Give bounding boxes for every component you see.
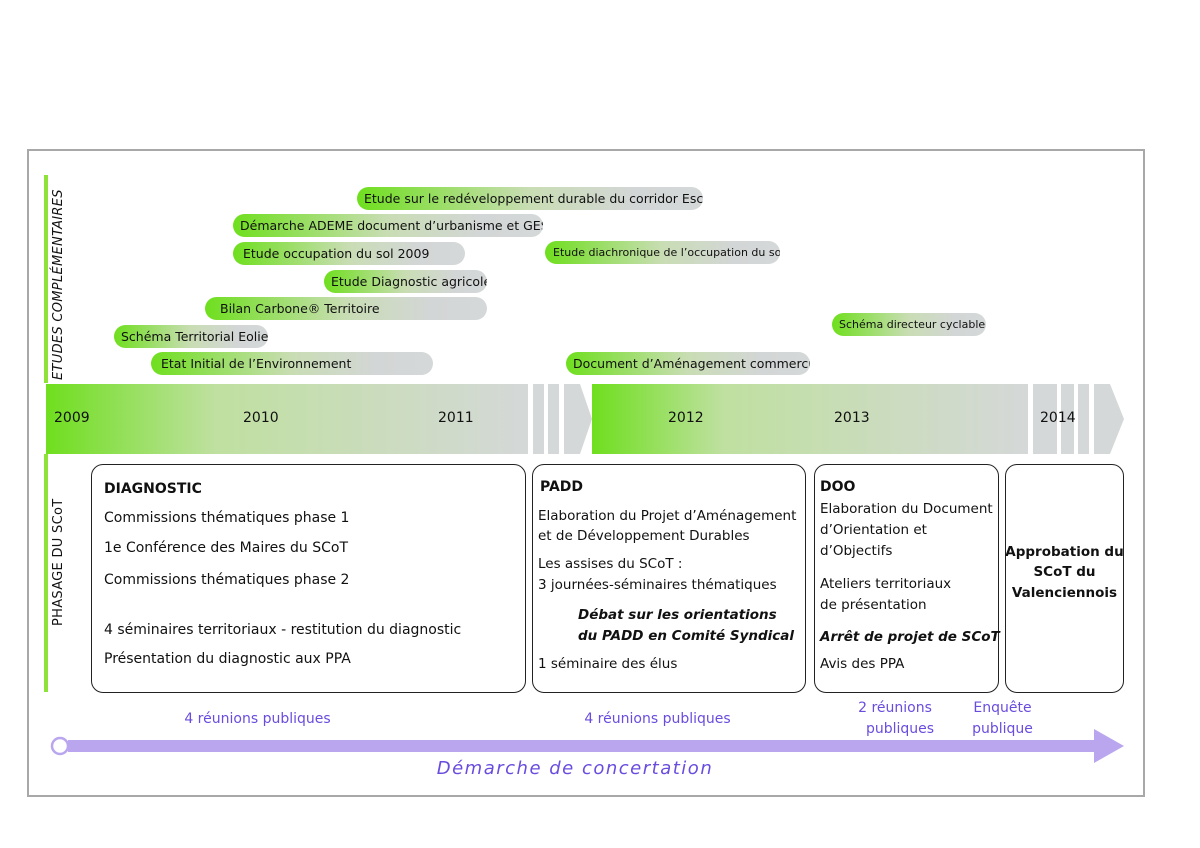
concertation-arrow-head: [1094, 729, 1124, 763]
concertation-reunions-2: 4 réunions publiques: [584, 711, 731, 727]
diagnostic-item: 4 séminaires territoriaux - restitution …: [104, 622, 462, 638]
etude-bilan-carbone: Bilan Carbone® Territoire: [205, 297, 487, 320]
year-2009: 2009: [54, 410, 90, 426]
concertation-enquete-b: publique: [972, 721, 1033, 737]
band-arrow: [564, 384, 592, 454]
etude-ademe: Démarche ADEME document d’urbanisme et G…: [233, 214, 543, 237]
diagnostic-item: Présentation du diagnostic aux PPA: [104, 651, 351, 667]
diagnostic-item: 1e Conférence des Maires du SCoT: [104, 540, 349, 556]
band-segment-2009-2011: [46, 384, 528, 454]
diagnostic-item: Commissions thématiques phase 2: [104, 572, 350, 588]
etude-amenagement-commercial: Document d’Aménagement commercial: [566, 352, 810, 375]
band-stripe: [1078, 384, 1089, 454]
phase-box-approbation: [1005, 464, 1124, 693]
phase-box-diagnostic: [91, 464, 526, 693]
diagnostic-item: Commissions thématiques phase 1: [104, 510, 350, 526]
padd-debat-line: Débat sur les orientations: [578, 607, 777, 623]
doo-arret-line: Arrêt de projet de SCoT: [820, 629, 1000, 645]
etude-corridor-escaut: Etude sur le redéveloppement durable du …: [357, 187, 703, 210]
padd-title: PADD: [540, 479, 584, 495]
etude-schema-cyclable: Schéma directeur cyclable: [832, 313, 986, 336]
padd-debat-line: du PADD en Comité Syndical: [578, 628, 795, 644]
etude-diagnostic-agricole: Etude Diagnostic agricole: [324, 270, 487, 293]
doo-line: de présentation: [820, 597, 927, 613]
padd-line: 1 séminaire des élus: [538, 656, 678, 672]
doo-line: d’Objectifs: [820, 543, 893, 559]
band-stripe: [1061, 384, 1074, 454]
diagnostic-title: DIAGNOSTIC: [104, 481, 202, 497]
etude-occupation-sol-2009: Etude occupation du sol 2009: [233, 242, 465, 265]
band-segment-2012-2013: [592, 384, 1028, 454]
padd-line: 3 journées-séminaires thématiques: [538, 577, 777, 593]
concertation-title: Démarche de concertation: [436, 758, 714, 779]
padd-line: et de Développement Durables: [538, 528, 750, 544]
phase-box-padd: [532, 464, 806, 693]
concertation-arrow-shaft: [68, 740, 1098, 752]
concertation-reunions-1: 4 réunions publiques: [184, 711, 331, 727]
etudes-side-line: [44, 175, 48, 383]
doo-line: d’Orientation et: [820, 522, 927, 538]
concertation-start-circle: [50, 736, 70, 756]
band-stripe: [1033, 384, 1057, 454]
concertation-reunions-3a: 2 réunions: [858, 700, 932, 716]
year-2010: 2010: [243, 410, 279, 426]
band-arrow: [1094, 384, 1124, 454]
year-2013: 2013: [834, 410, 870, 426]
concertation-reunions-3b: publiques: [865, 721, 935, 737]
approbation-line: Valenciennois: [1011, 585, 1118, 601]
band-stripe: [533, 384, 544, 454]
phase-box-doo: [814, 464, 999, 693]
year-2014: 2014: [1040, 410, 1076, 426]
year-2011: 2011: [438, 410, 474, 426]
diagram-frame: [27, 149, 1145, 797]
doo-line: Elaboration du Document: [820, 501, 993, 517]
padd-line: Les assises du SCoT :: [538, 556, 683, 572]
etude-schema-eolien: Schéma Territorial Eolien: [114, 325, 268, 348]
concertation-enquete-a: Enquête: [973, 700, 1032, 716]
doo-title: DOO: [820, 479, 856, 495]
doo-line: Avis des PPA: [820, 656, 905, 672]
approbation-line: SCoT du: [1033, 564, 1096, 580]
band-stripe: [548, 384, 559, 454]
etude-etat-initial: Etat Initial de l’Environnement: [151, 352, 433, 375]
doo-line: Ateliers territoriaux: [820, 576, 952, 592]
etude-diachronique: Etude diachronique de l’occupation du so…: [545, 241, 780, 264]
padd-line: Elaboration du Projet d’Aménagement: [538, 508, 797, 524]
phasage-side-line: [44, 454, 48, 692]
approbation-line: Approbation du: [1005, 544, 1124, 560]
year-2012: 2012: [668, 410, 704, 426]
